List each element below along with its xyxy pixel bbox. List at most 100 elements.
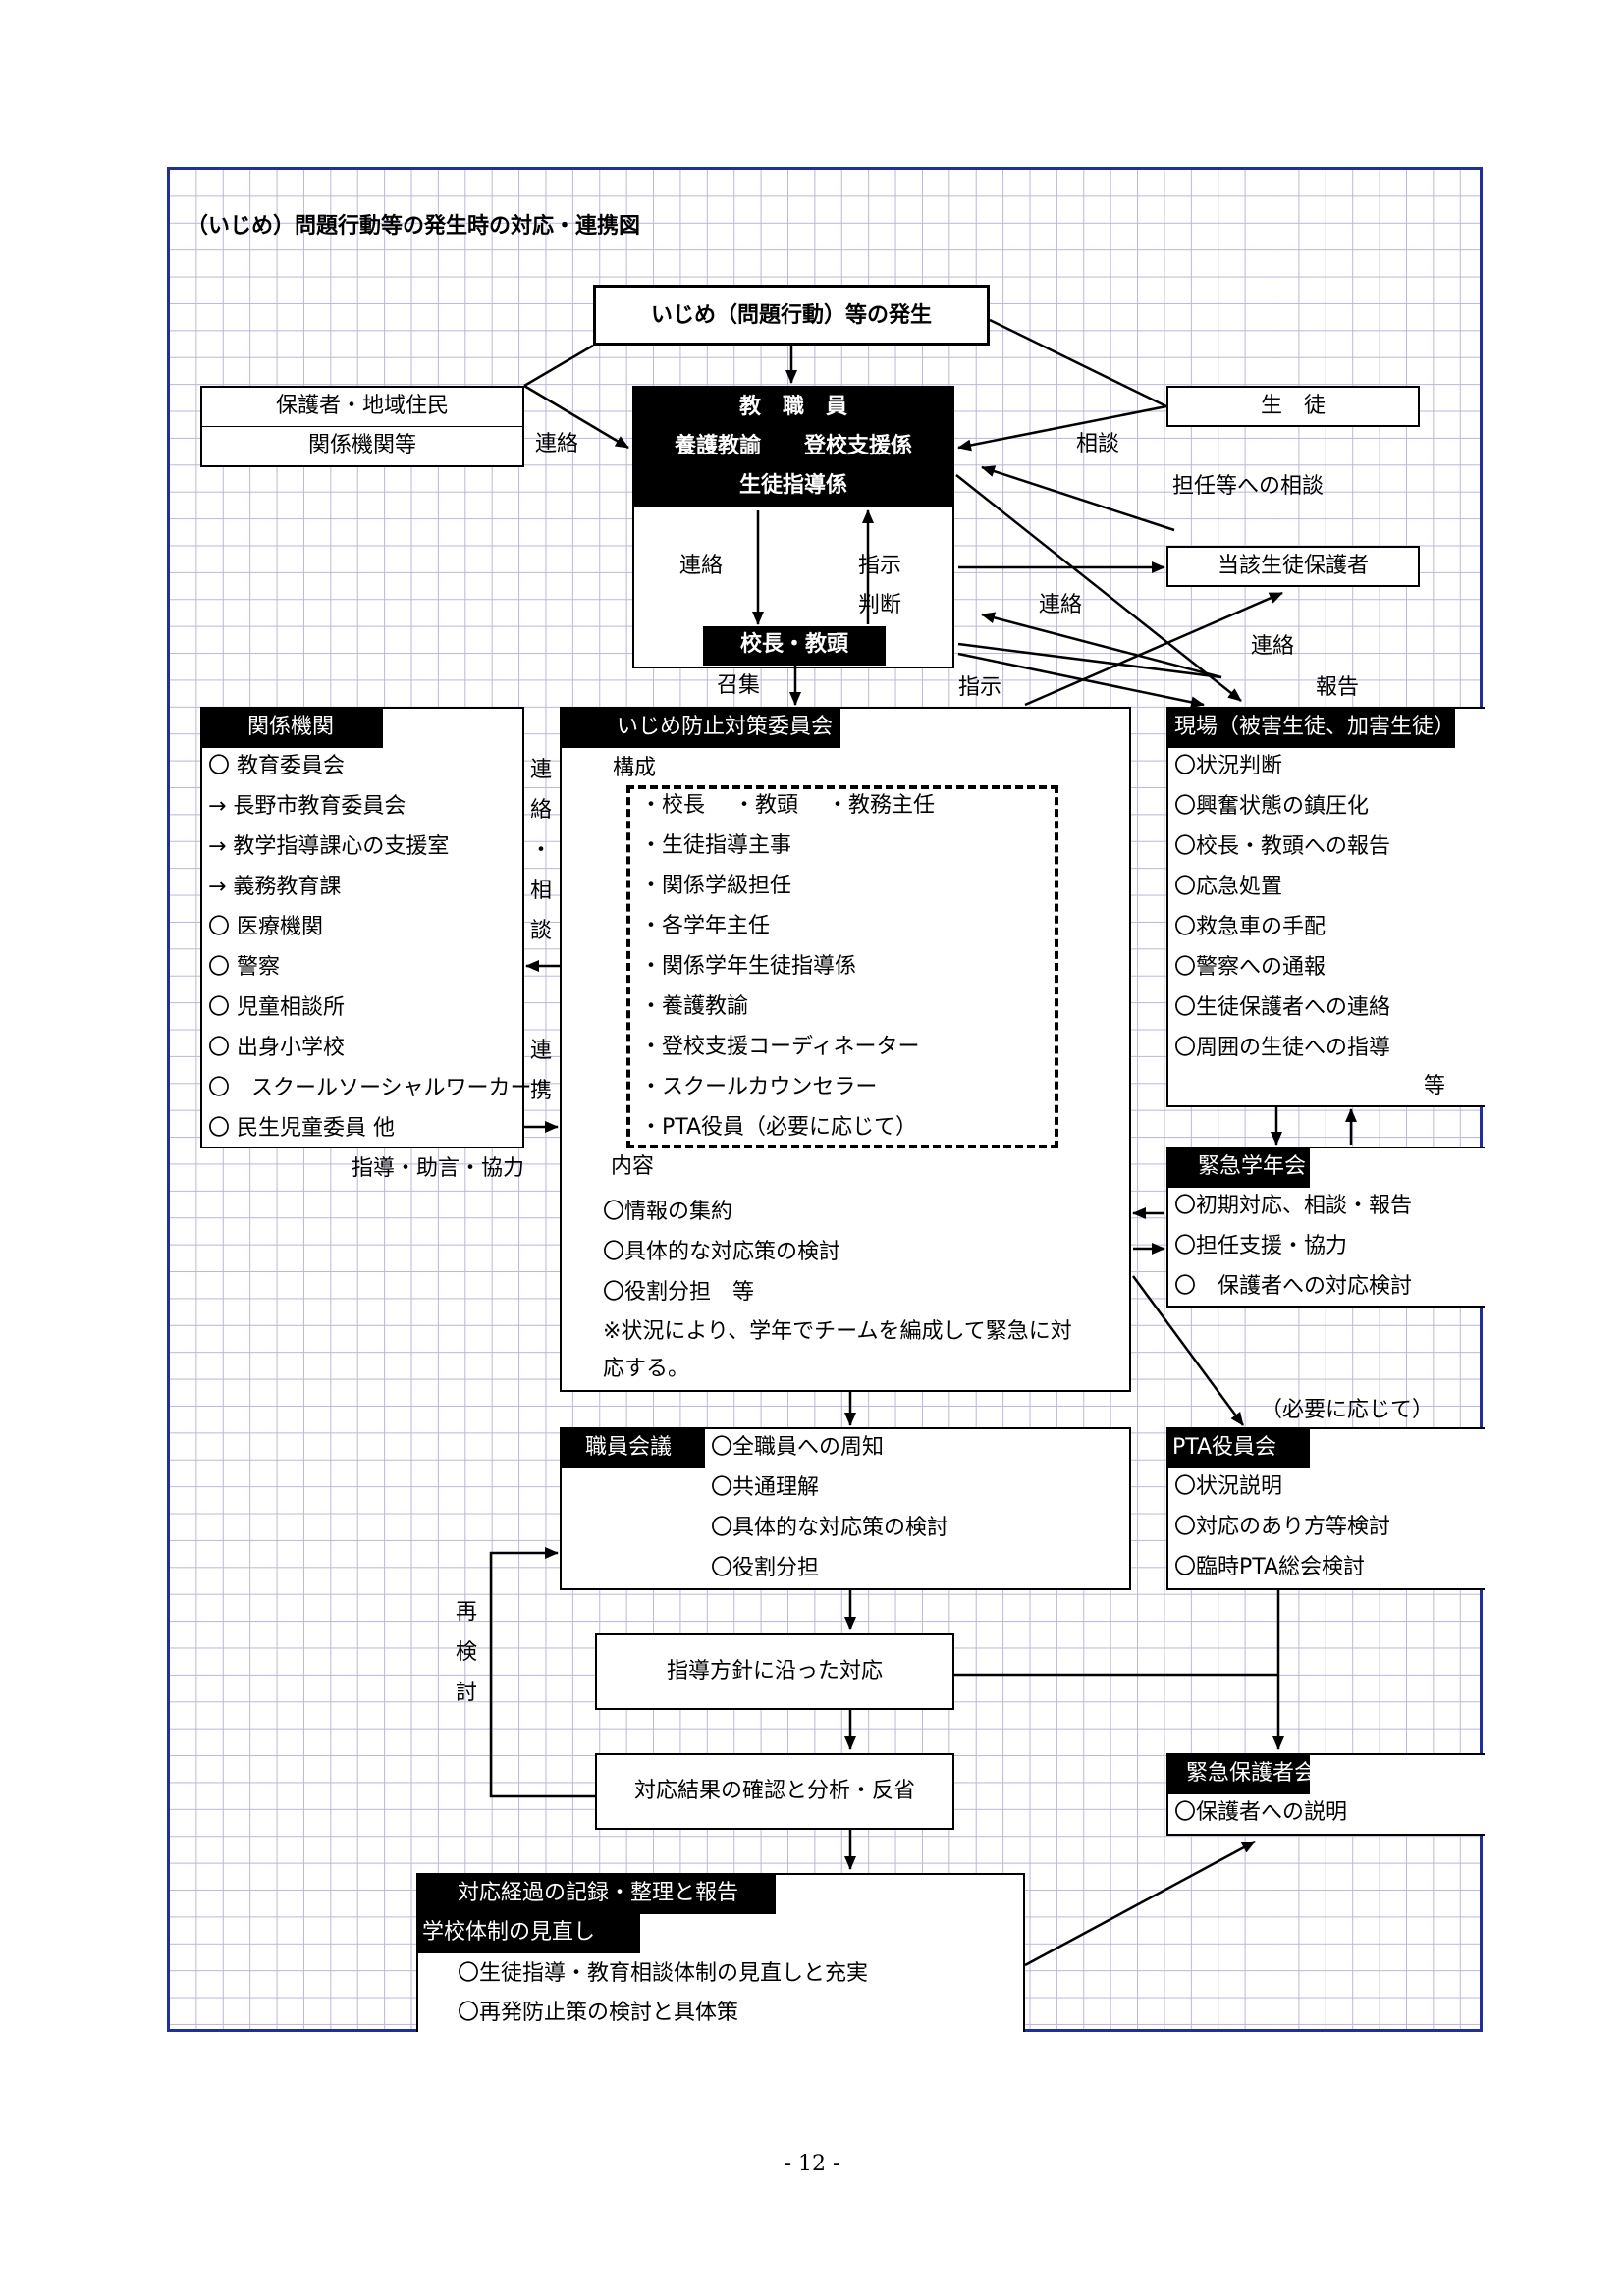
parent-concerned-box: 当該生徒保護者 (1166, 546, 1420, 587)
occurrence-label: いじめ（問題行動）等の発生 (650, 303, 932, 328)
kinkyu-hogosha-box: 緊急保護者会 〇保護者への説明 (1166, 1753, 1485, 1836)
vertical-char: 検 (455, 1640, 477, 1665)
committee-contents-item: 〇情報の集約 (603, 1200, 733, 1224)
kiroku-header1: 対応経過の記録・整理と報告 (418, 1875, 776, 1914)
label-shiji-lower: 指示 (958, 675, 1002, 700)
kankei-header: 関係機関 (202, 709, 383, 748)
kankei-item: 〇 スクールソーシャルワーカー (208, 1076, 532, 1100)
genba-item: 〇状況判断 (1174, 754, 1283, 778)
occurrence-box: いじめ（問題行動）等の発生 (593, 285, 990, 346)
guardians-divider (202, 426, 522, 427)
shokuin-item: 〇具体的な対応策の検討 (711, 1516, 949, 1540)
guardians-line2: 関係機関等 (307, 433, 416, 457)
genba-item: 〇救急車の手配 (1174, 915, 1326, 939)
label-renraku-staff: 連絡 (679, 554, 724, 578)
committee-contents-item: 〇具体的な対応策の検討 (603, 1240, 841, 1264)
committee-kousei: 構成 (613, 756, 657, 780)
committee-member: ・関係学年生徒指導係 (640, 954, 857, 979)
label-soudan: 相談 (1076, 432, 1120, 456)
committee-members-box: ・校長 ・教頭 ・教務主任・生徒指導主事・関係学級担任・各学年主任・関係学年生徒… (626, 785, 1058, 1148)
vertical-char: 相 (529, 879, 552, 903)
kankei-item: → 義務教育課 (208, 875, 342, 899)
shokuin-item: 〇役割分担 (711, 1556, 820, 1580)
label-shoushuu: 召集 (717, 673, 761, 698)
genba-item: 〇校長・教頭への報告 (1174, 834, 1391, 859)
label-renraku-left: 連絡 (535, 432, 579, 456)
kinkyu-gakunen-item: 〇 保護者への対応検討 (1174, 1274, 1413, 1299)
kankei-item: → 長野市教育委員会 (208, 794, 406, 819)
student-box: 生 徒 (1166, 386, 1420, 427)
label-renraku-right: 連絡 (1251, 634, 1295, 659)
committee-member: ・校長 ・教頭 ・教務主任 (640, 793, 935, 818)
committee-member: ・PTA役員（必要に応じて） (640, 1115, 918, 1140)
diagram-title: （いじめ）問題行動等の発生時の対応・連携図 (187, 214, 641, 239)
kiroku-box: 対応経過の記録・整理と報告 学校体制の見直し 〇生徒指導・教育相談体制の見直しと… (416, 1873, 1025, 2032)
kankei-item: 〇 医療機関 (208, 915, 323, 939)
kiroku-header2: 学校体制の見直し (418, 1914, 640, 1953)
kekka-box: 対応結果の確認と分析・反省 (595, 1753, 954, 1830)
kekka-label: 対応結果の確認と分析・反省 (633, 1779, 915, 1803)
committee-member: ・各学年主任 (640, 914, 771, 938)
kankei-item: 〇 出身小学校 (208, 1036, 345, 1060)
kankei-item: 〇 教育委員会 (208, 754, 345, 778)
kankei-box: 関係機関 〇 教育委員会 → 長野市教育委員会 → 教学指導課心の支援室 → 義務教育… (200, 707, 532, 1148)
label-houkoku: 報告 (1316, 675, 1360, 700)
vertical-char: 討 (455, 1681, 477, 1705)
shidou-houshin-box: 指導方針に沿った対応 (595, 1633, 954, 1710)
committee-box: いじめ防止対策委員会 構成 内容 〇情報の集約〇具体的な対応策の検討〇役割分担 … (560, 707, 1131, 1392)
pta-header: PTA役員会 (1168, 1429, 1310, 1468)
staff-header: 教 職 員 養護教諭 登校支援係 生徒指導係 (632, 386, 954, 507)
genba-tou: 等 (1424, 1074, 1446, 1098)
kinkyu-gakunen-item: 〇初期対応、相談・報告 (1174, 1194, 1413, 1218)
genba-item: 〇生徒保護者への連絡 (1174, 995, 1391, 1020)
pta-item: 〇状況説明 (1174, 1474, 1283, 1499)
staff-line2: 養護教諭 登校支援係 (674, 434, 912, 458)
committee-member: ・養護教諭 (640, 994, 749, 1019)
pta-box: PTA役員会 〇状況説明〇対応のあり方等検討〇臨時PTA総会検討 (1166, 1427, 1485, 1590)
kiroku-item-2: 〇再発防止策の検討と具体策 (458, 2001, 739, 2025)
committee-member: ・登校支援コーディネーター (640, 1035, 920, 1059)
pta-item: 〇臨時PTA総会検討 (1174, 1555, 1366, 1579)
genba-box: 現場（被害生徒、加害生徒） 〇状況判断〇興奮状態の鎮圧化〇校長・教頭への報告〇応… (1166, 707, 1485, 1107)
committee-member: ・生徒指導主事 (640, 833, 792, 858)
committee-header: いじめ防止対策委員会 (562, 709, 840, 748)
label-renraku-mid: 連絡 (1039, 593, 1083, 617)
vertical-char: 携 (529, 1079, 552, 1103)
pta-item: 〇対応のあり方等検討 (1174, 1515, 1391, 1539)
committee-naiyou: 内容 (611, 1154, 655, 1179)
shokuin-item: 〇全職員への周知 (711, 1435, 885, 1460)
vertical-char: 談 (529, 919, 552, 943)
guardians-line1: 保護者・地域住民 (275, 394, 449, 418)
label-handan: 判断 (858, 593, 902, 617)
shokuin-header: 職員会議 (562, 1429, 705, 1468)
label-shidou: 指導・助言・協力 (352, 1156, 525, 1181)
label-hitsuyou: （必要に応じて） (1261, 1398, 1435, 1422)
vertical-char: 絡 (529, 798, 552, 823)
kinkyu-hogosha-header: 緊急保護者会 (1168, 1755, 1316, 1794)
kinkyu-gakunen-box: 緊急学年会 〇初期対応、相談・報告〇担任支援・協力〇 保護者への対応検討 (1166, 1147, 1485, 1308)
page-number: - 12 - (784, 2152, 840, 2176)
student-label: 生 徒 (1260, 394, 1326, 418)
committee-member: ・スクールカウンセラー (640, 1075, 878, 1099)
genba-item: 〇周囲の生徒への指導 (1174, 1036, 1391, 1060)
parent-concerned-label: 当該生徒保護者 (1217, 554, 1369, 578)
vertical-char: ・ (529, 838, 552, 863)
committee-note2: 応する。 (603, 1357, 690, 1381)
committee-member: ・関係学級担任 (640, 874, 792, 898)
guardians-box: 保護者・地域住民 関係機関等 (200, 386, 524, 467)
staff-line1: 教 職 員 (738, 395, 847, 419)
genba-item: 〇興奮状態の鎮圧化 (1174, 794, 1370, 819)
kinkyu-hogosha-item: 〇保護者への説明 (1174, 1800, 1348, 1825)
shokuin-box: 職員会議 〇全職員への周知〇共通理解〇具体的な対応策の検討〇役割分担 (560, 1427, 1131, 1590)
committee-note1: ※状況により、学年でチームを編成して緊急に対 (603, 1319, 1072, 1344)
kinkyu-gakunen-item: 〇担任支援・協力 (1174, 1234, 1348, 1258)
vertical-char: 連 (529, 1039, 552, 1063)
kankei-item: → 教学指導課心の支援室 (208, 834, 450, 859)
genba-item: 〇応急処置 (1174, 875, 1283, 899)
kankei-item: 〇 児童相談所 (208, 995, 345, 1020)
label-tannin-soudan: 担任等への相談 (1172, 474, 1325, 499)
kankei-item: 〇 民生児童委員 他 (208, 1116, 395, 1141)
label-shiji: 指示 (858, 554, 902, 578)
kiroku-item-1: 〇生徒指導・教育相談体制の見直しと充実 (458, 1961, 869, 1986)
shidou-houshin-label: 指導方針に沿った対応 (666, 1659, 883, 1683)
